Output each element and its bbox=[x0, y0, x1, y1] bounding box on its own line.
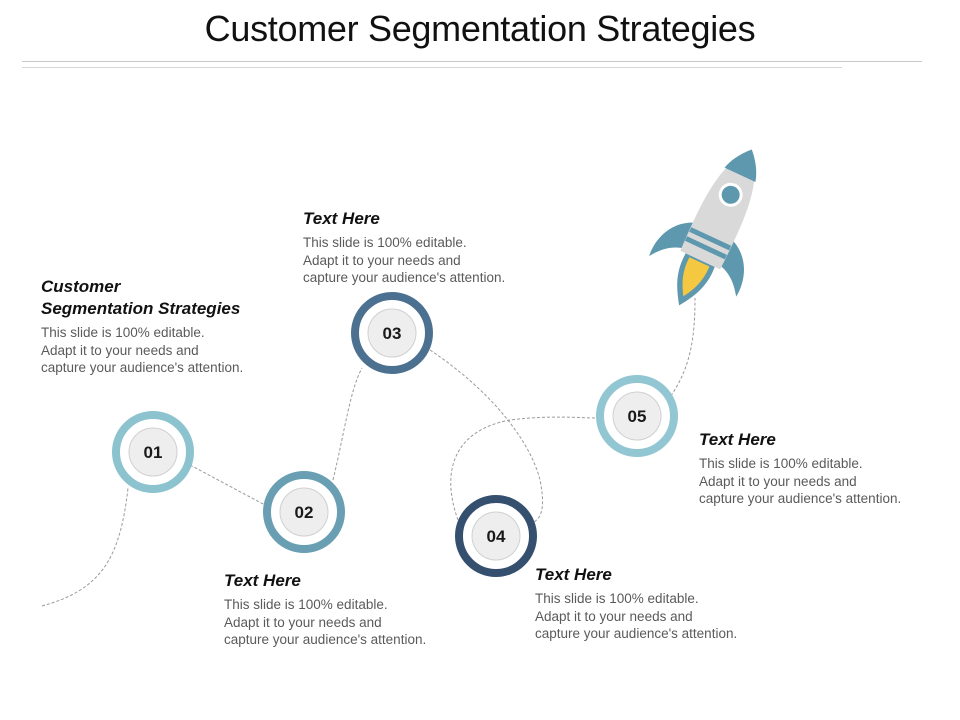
rocket-body bbox=[680, 149, 755, 270]
rocket-stripe-1 bbox=[689, 227, 732, 251]
body-line: capture your audience's attention. bbox=[224, 632, 427, 647]
body-line: Adapt it to your needs and bbox=[41, 342, 199, 358]
body-line: capture your audience's attention. bbox=[535, 626, 738, 641]
body-line: capture your audience's attention. bbox=[41, 360, 244, 375]
path-02-to-03 bbox=[332, 367, 363, 481]
title-divider-bottom bbox=[22, 67, 842, 68]
step-node-04: 04 bbox=[455, 495, 537, 577]
node-inner bbox=[279, 487, 329, 537]
path-start-to-01 bbox=[41, 487, 129, 607]
node-number: 05 bbox=[628, 407, 647, 426]
node-number: 01 bbox=[144, 443, 163, 462]
body-line: capture your audience's attention. bbox=[303, 270, 506, 285]
body-line: This slide is 100% editable. bbox=[41, 325, 205, 340]
node-number: 04 bbox=[487, 527, 506, 546]
step-03-text: Text Here This slide is 100% editable. A… bbox=[303, 208, 505, 287]
title-divider-top bbox=[22, 61, 922, 62]
step-heading: Text Here bbox=[699, 430, 776, 449]
path-03-to-04 bbox=[429, 349, 544, 526]
step-node-01: 01 bbox=[112, 411, 194, 493]
step-body: This slide is 100% editable. Adapt it to… bbox=[699, 455, 901, 508]
node-number: 02 bbox=[295, 503, 314, 522]
body-line: capture your audience's attention. bbox=[699, 491, 902, 506]
rocket-window bbox=[721, 185, 740, 204]
intro-heading: Customer Segmentation Strategies bbox=[41, 276, 243, 320]
node-inner bbox=[471, 511, 521, 561]
rocket-nose bbox=[724, 149, 757, 183]
step-node-02: 02 bbox=[263, 471, 345, 553]
body-line: This slide is 100% editable. bbox=[535, 591, 699, 606]
step-04-text: Text Here This slide is 100% editable. A… bbox=[535, 564, 737, 643]
node-number: 03 bbox=[383, 324, 402, 343]
body-line: Adapt it to your needs and bbox=[535, 608, 693, 624]
rocket-icon bbox=[649, 149, 757, 306]
intro-heading-line-2: Segmentation Strategies bbox=[41, 299, 241, 318]
body-line: This slide is 100% editable. bbox=[699, 456, 863, 471]
step-heading: Text Here bbox=[303, 209, 380, 228]
step-body: This slide is 100% editable. Adapt it to… bbox=[224, 596, 426, 649]
path-05-to-rocket bbox=[667, 297, 696, 401]
step-05-text: Text Here This slide is 100% editable. A… bbox=[699, 429, 901, 508]
rocket-stripe-2 bbox=[684, 236, 727, 260]
node-inner bbox=[367, 308, 417, 358]
step-node-05: 05 bbox=[596, 375, 678, 457]
step-heading: Text Here bbox=[224, 571, 301, 590]
step-node-03: 03 bbox=[351, 292, 433, 374]
path-04-to-05 bbox=[450, 416, 599, 521]
node-inner bbox=[612, 391, 662, 441]
body-line: Adapt it to your needs and bbox=[699, 473, 857, 489]
rocket-flame bbox=[682, 257, 710, 297]
intro-heading-line-1: Customer bbox=[41, 277, 121, 296]
intro-body: This slide is 100% editable. Adapt it to… bbox=[41, 324, 243, 377]
slide-title: Customer Segmentation Strategies bbox=[204, 8, 756, 49]
body-line: This slide is 100% editable. bbox=[303, 235, 467, 250]
node-inner bbox=[128, 427, 178, 477]
body-line: Adapt it to your needs and bbox=[224, 614, 382, 630]
step-body: This slide is 100% editable. Adapt it to… bbox=[535, 590, 737, 643]
body-line: Adapt it to your needs and bbox=[303, 252, 461, 268]
step-body: This slide is 100% editable. Adapt it to… bbox=[303, 234, 505, 287]
step-02-text: Text Here This slide is 100% editable. A… bbox=[224, 570, 426, 649]
step-heading: Text Here bbox=[535, 565, 612, 584]
path-01-to-02 bbox=[189, 464, 266, 506]
body-line: This slide is 100% editable. bbox=[224, 597, 388, 612]
intro-block: Customer Segmentation Strategies This sl… bbox=[41, 276, 243, 377]
